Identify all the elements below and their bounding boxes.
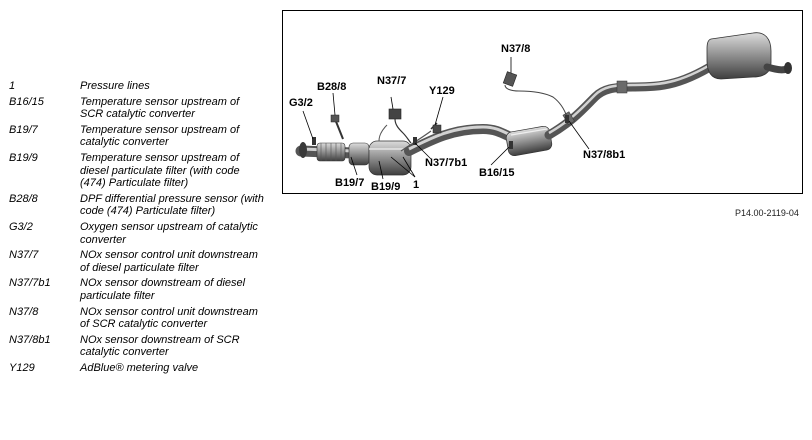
catalytic-converter <box>348 142 370 166</box>
callout-b16-15: B16/15 <box>479 167 515 179</box>
exhaust-system-illustration <box>295 32 792 180</box>
legend-code: N37/7 <box>9 249 39 262</box>
legend-code: B19/7 <box>9 123 38 136</box>
legend-desc: NOx sensor downstream of SCR catalytic c… <box>80 333 240 359</box>
legend-code: N37/8 <box>9 305 39 318</box>
y129-valve <box>432 124 442 134</box>
pressure-line <box>400 130 432 152</box>
legend-desc: DPF differential pressure sensor (with c… <box>80 192 264 218</box>
legend-row: B19/9 Temperature sensor upstream of dies… <box>9 152 264 190</box>
legend-desc: Temperature sensor upstream of SCR catal… <box>80 95 240 121</box>
sensor-wire <box>334 118 344 140</box>
rear-muffler <box>706 32 772 80</box>
legend-code: G3/2 <box>9 220 33 233</box>
legend-row: Y129 AdBlue® metering valve <box>9 362 264 375</box>
legend-code: B19/9 <box>9 151 38 164</box>
legend-desc: NOx sensor control unit downstream of SC… <box>80 305 258 331</box>
rear-pipe <box>544 54 728 140</box>
pipe-flange <box>299 142 307 158</box>
legend-row: B28/8 DPF differential pressure sensor (w… <box>9 193 264 218</box>
legend-desc: Oxygen sensor upstream of catalytic conv… <box>80 220 258 246</box>
legend-row: B19/7 Temperature sensor upstream of cata… <box>9 124 264 149</box>
callout-pressure-lines: 1 <box>413 179 420 191</box>
particulate-filter <box>368 140 412 176</box>
callout-b19-7: B19/7 <box>335 177 365 189</box>
callout-y129: Y129 <box>429 85 455 97</box>
callout-b19-9: B19/9 <box>371 181 401 193</box>
legend-desc: NOx sensor downstream of diesel particul… <box>80 277 246 302</box>
sensor-wire <box>518 90 568 118</box>
n37-7-control-unit <box>388 108 402 120</box>
tail-pipe <box>763 63 791 74</box>
callout-n37-8b1: N37/8b1 <box>583 149 626 161</box>
sensor-wire <box>378 124 388 142</box>
legend-row: N37/7 NOx sensor control unit downstream … <box>9 249 264 274</box>
callout-n37-7: N37/7 <box>377 75 407 87</box>
pipe-clamp <box>616 80 628 94</box>
legend-code: 1 <box>9 80 16 92</box>
legend-desc: NOx sensor control unit downstream of di… <box>80 249 258 274</box>
figure-reference: P14.00-2119-04 <box>735 208 799 218</box>
legend-desc: AdBlue® metering valve <box>80 361 199 374</box>
sensor-wire <box>394 118 412 144</box>
legend-row: G3/2 Oxygen sensor upstream of catalytic … <box>9 221 264 246</box>
legend-code: N37/7b1 <box>9 277 51 290</box>
legend-code: Y129 <box>9 361 35 374</box>
n37-8-control-unit <box>502 71 518 87</box>
legend-row: B16/15 Temperature sensor upstream of SCR… <box>9 96 264 121</box>
leader-lines <box>302 57 590 180</box>
callout-n37-7b1: N37/7b1 <box>425 157 468 169</box>
legend-desc: Temperature sensor upstream of diesel pa… <box>80 151 240 190</box>
b28-8-sensor <box>330 114 340 123</box>
callout-g3-2: G3/2 <box>289 97 313 109</box>
legend-code: N37/8b1 <box>9 333 51 346</box>
callout-b28-8: B28/8 <box>317 81 347 93</box>
legend-desc: Temperature sensor upstream of catalytic… <box>80 123 240 149</box>
legend-code: B28/8 <box>9 192 38 205</box>
legend-row: N37/7b1 NOx sensor downstream of diesel p… <box>9 277 264 302</box>
legend-desc: Pressure lines <box>80 80 150 92</box>
sensor-wire <box>504 84 520 92</box>
legend-row: N37/8 NOx sensor control unit downstream … <box>9 306 264 331</box>
legend-code: B16/15 <box>9 95 44 108</box>
n37-7b1-sensor <box>413 137 417 145</box>
n37-8b1-sensor <box>565 115 569 123</box>
intermediate-pipe <box>404 123 520 156</box>
legend-row: 1 Pressure lines <box>9 80 264 93</box>
legend-row: N37/8b1 NOx sensor downstream of SCR cata… <box>9 334 264 359</box>
b16-15-sensor <box>509 141 513 149</box>
callout-n37-8: N37/8 <box>501 43 531 55</box>
g3-2-sensor <box>312 137 316 145</box>
exhaust-diagram: G3/2 B28/8 N37/7 Y129 N37/8 N37/7b1 B16/… <box>282 10 803 194</box>
